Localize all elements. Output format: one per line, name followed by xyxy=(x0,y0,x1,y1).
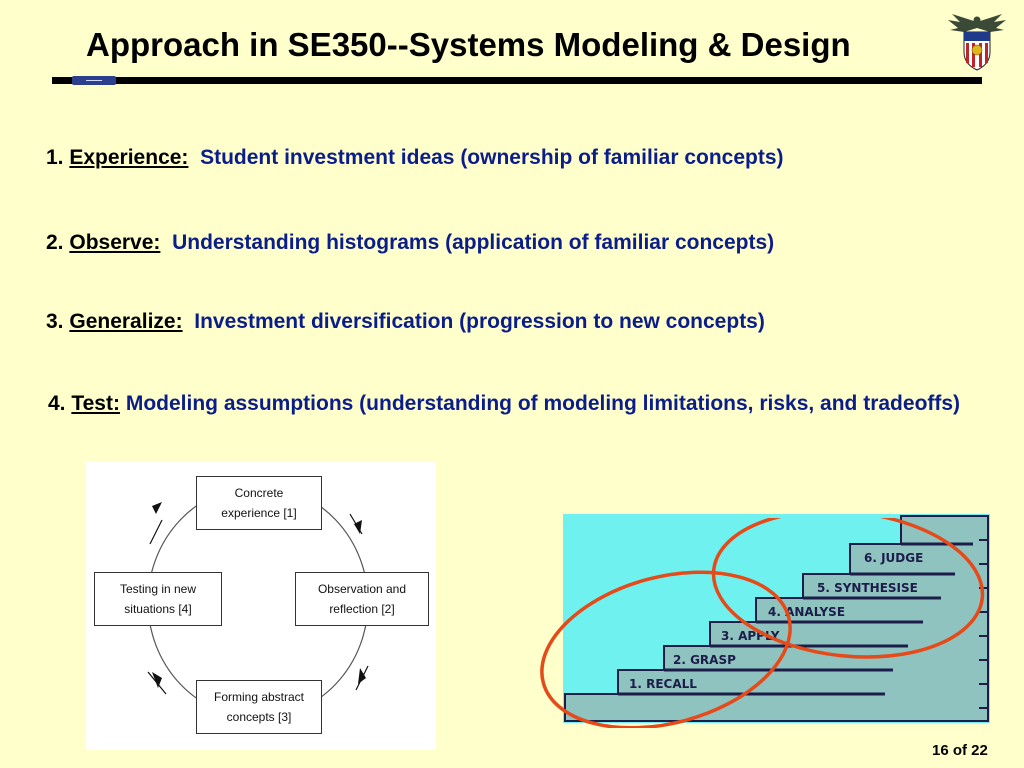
item-4-text: Modeling assumptions (understanding of m… xyxy=(125,392,961,415)
cycle-box-text: Concrete xyxy=(234,486,284,500)
west-point-crest-icon xyxy=(948,14,1006,71)
cycle-box-testing: Testing in new situations [4] xyxy=(94,572,222,626)
blooms-staircase-diagram: 1. RECALL 2. GRASP 3. APPLY 4. ANALYSE 5… xyxy=(563,514,990,723)
cycle-box-text: Forming abstract xyxy=(213,690,305,704)
highlight-circles xyxy=(540,518,985,728)
highlight-circle-upper xyxy=(711,518,985,659)
item-2: 2. Observe: Understanding histograms (ap… xyxy=(46,231,774,255)
item-4-number: 4. xyxy=(48,392,66,415)
page-number: 16 of 22 xyxy=(932,742,988,759)
highlight-circle-lower xyxy=(540,570,792,728)
cycle-box-text: Observation and xyxy=(317,582,407,596)
step-label: 1. RECALL xyxy=(629,677,697,691)
item-4: 4. Test: Modeling assumptions (understan… xyxy=(48,388,998,419)
item-2-text: Understanding histograms (application of… xyxy=(172,231,775,254)
step-label: 3. APPLY xyxy=(721,629,780,643)
arrow-icon xyxy=(152,672,162,688)
cycle-box-concrete-experience: Concrete experience [1] xyxy=(196,476,322,530)
cycle-box-observation: Observation and reflection [2] xyxy=(295,572,429,626)
step-label: 2. GRASP xyxy=(673,653,736,667)
item-1-label: Experience: xyxy=(69,146,189,169)
step-label: 6. JUDGE xyxy=(864,551,923,565)
item-1: 1. Experience: Student investment ideas … xyxy=(46,146,784,170)
item-2-label: Observe: xyxy=(69,231,161,254)
cycle-box-text: Testing in new xyxy=(119,582,197,596)
item-3-text: Investment diversification (progression … xyxy=(194,310,765,333)
arrow-icon xyxy=(358,668,366,684)
item-3: 3. Generalize: Investment diversificatio… xyxy=(46,310,765,334)
item-1-number: 1. xyxy=(46,146,64,169)
item-3-number: 3. xyxy=(46,310,64,333)
cycle-box-text: experience [1] xyxy=(221,506,297,520)
slide-title: Approach in SE350--Systems Modeling & De… xyxy=(86,26,851,63)
item-2-number: 2. xyxy=(46,231,64,254)
arrow-icon xyxy=(152,502,162,514)
step-label: 5. SYNTHESISE xyxy=(817,581,918,595)
cycle-box-abstract-concepts: Forming abstract concepts [3] xyxy=(196,680,322,734)
staircase-icon: 1. RECALL 2. GRASP 3. APPLY 4. ANALYSE 5… xyxy=(564,515,989,722)
rule-tab-icon xyxy=(72,76,116,85)
item-4-label: Test: xyxy=(71,392,120,415)
cycle-box-text: reflection [2] xyxy=(329,602,395,616)
item-3-label: Generalize: xyxy=(69,310,183,333)
learning-cycle-diagram: Concrete experience [1] Observation and … xyxy=(86,462,436,750)
cycle-box-text: situations [4] xyxy=(124,602,192,616)
title-underline xyxy=(52,77,982,84)
cycle-box-text: concepts [3] xyxy=(226,710,292,724)
item-1-text: Student investment ideas (ownership of f… xyxy=(200,146,784,169)
